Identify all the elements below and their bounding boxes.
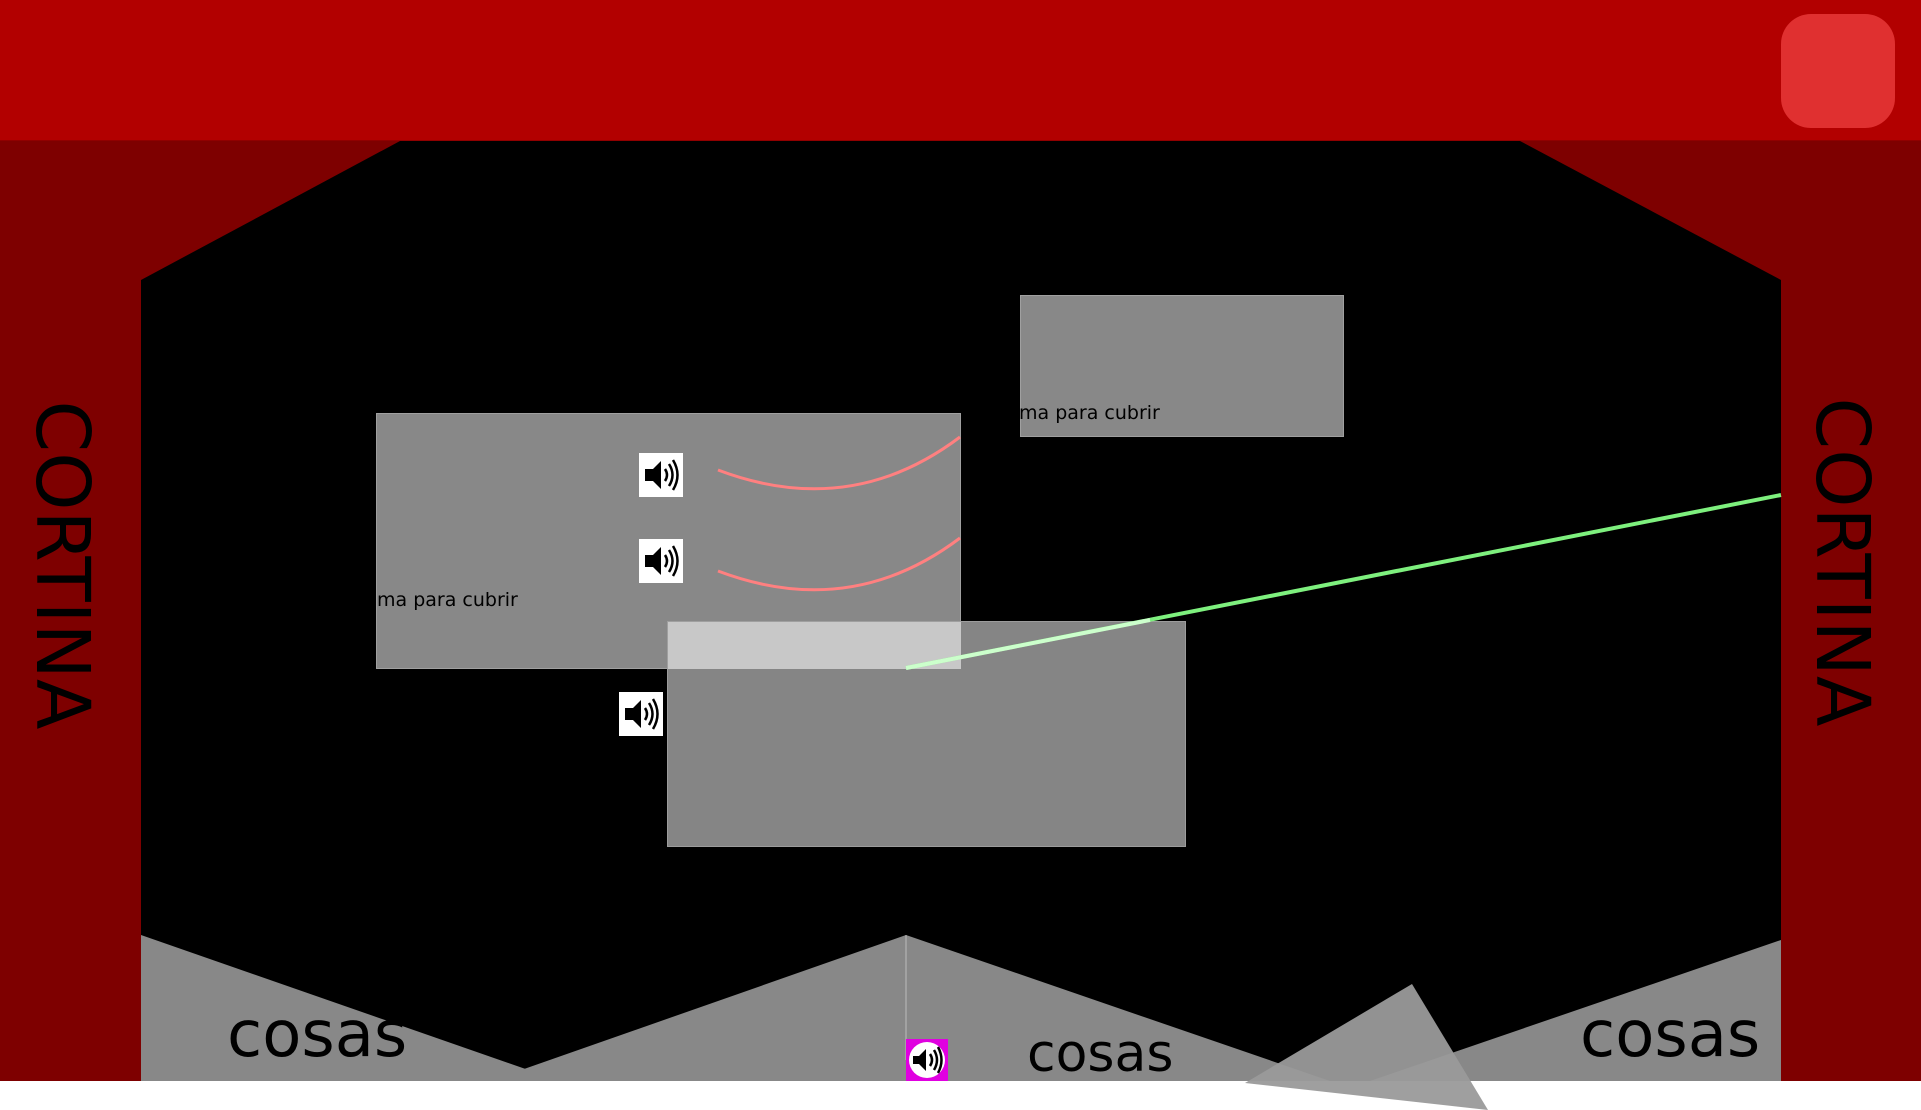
speaker-icon-graphic [639, 539, 683, 583]
curtain-right [1781, 141, 1921, 1081]
speaker-icon-graphic [619, 692, 663, 736]
panel-upper-right-text: ma para cubrir decide [1019, 346, 1160, 562]
corner-button[interactable] [1781, 14, 1895, 128]
floor-marker-graphic [906, 1039, 948, 1081]
arc-upper [717, 435, 961, 491]
arc-lower [717, 536, 961, 592]
panel-lower-center-line2: dep arte decide [687, 928, 837, 950]
panel-left-text: ma para cubrir decide [377, 533, 518, 749]
speaker-icon[interactable] [619, 692, 663, 736]
panel-left-line1: ma para cubrir [377, 589, 518, 611]
panel-lower-center-text: r cosas encima para cubrir dep arte deci… [664, 791, 918, 1007]
floor-shape-spike [1245, 984, 1488, 1110]
green-line-overlap [905, 618, 1151, 670]
speaker-icon[interactable] [639, 539, 683, 583]
panel-upper-right [1020, 295, 1344, 437]
floor-label-left: cosas [227, 998, 408, 1072]
floor-shape-center-left [490, 935, 906, 1081]
panel-overlap [668, 622, 961, 669]
bottom-strip [0, 1081, 1921, 1110]
top-banner [0, 0, 1921, 141]
floor-shape-center [906, 935, 1330, 1081]
curtain-left [0, 141, 141, 1081]
speaker-icon-graphic [639, 453, 683, 497]
speaker-icon[interactable] [639, 453, 683, 497]
panel-upper-right-line1: ma para cubrir [1019, 402, 1160, 424]
floor-marker-speaker-icon[interactable] [906, 1039, 948, 1081]
floor-shape-right [1370, 940, 1781, 1081]
floor-label-center: cosas [1027, 1024, 1174, 1084]
panel-upper-right-line2: decide [1019, 483, 1083, 505]
panel-left-line2: decide [377, 670, 441, 692]
panel-lower-center-line1: r cosas encima para cubrir [664, 847, 918, 869]
valance-right [1520, 141, 1781, 280]
floor-label-right: cosas [1580, 998, 1761, 1072]
floor-shape-left [141, 935, 560, 1081]
valance-left [141, 141, 400, 280]
